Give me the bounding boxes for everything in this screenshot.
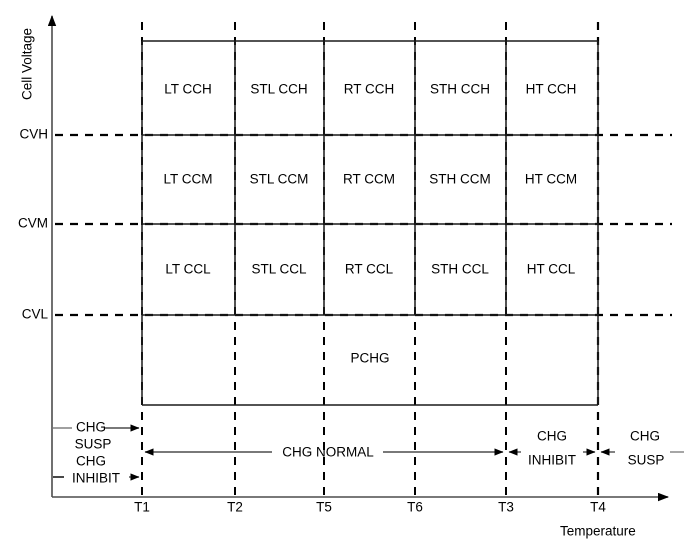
cell-ht-ccl: HT CCL: [527, 262, 576, 277]
matrix-row-ccm: LT CCM STL CCM RT CCM STH CCM HT CCM: [163, 172, 577, 187]
right-chg-susp-label-line1: CHG: [630, 429, 660, 444]
x-axis-tick-labels: T1 T2 T5 T6 T3 T4: [134, 500, 606, 515]
left-chg-inhibit-label-line2: INHIBIT: [72, 471, 120, 486]
cell-sth-ccm: STH CCM: [429, 172, 491, 187]
x-axis-title: Temperature: [560, 524, 636, 539]
matrix-row-ccl: LT CCL STL CCL RT CCL STH CCL HT CCL: [165, 262, 575, 277]
cell-sth-cch: STH CCH: [430, 82, 490, 97]
cell-rt-cch: RT CCH: [344, 82, 395, 97]
cell-stl-ccm: STL CCM: [250, 172, 309, 187]
y-axis-title: Cell Voltage: [20, 28, 35, 100]
chg-normal-annotation: CHG NORMAL: [144, 445, 504, 460]
right-chg-inhibit-label-line2: INHIBIT: [528, 453, 576, 468]
right-chg-susp-annotation: CHG SUSP: [600, 429, 684, 468]
x-tick-label-t1: T1: [134, 500, 150, 515]
pchg-label: PCHG: [350, 351, 389, 366]
cell-stl-cch: STL CCH: [250, 82, 307, 97]
chg-normal-label: CHG NORMAL: [282, 445, 374, 460]
x-tick-label-t4: T4: [590, 500, 606, 515]
right-chg-susp-label-line2: SUSP: [628, 453, 665, 468]
matrix-grid: [141, 40, 599, 316]
matrix-row-cch: LT CCH STL CCH RT CCH STH CCH HT CCH: [164, 82, 576, 97]
left-chg-inhibit-label-line1: CHG: [76, 454, 106, 469]
axes-group: [47, 15, 669, 502]
left-chg-susp-label-line2: SUSP: [75, 437, 112, 452]
pchg-band: PCHG: [141, 315, 599, 406]
y-tick-label-cvl: CVL: [22, 307, 49, 322]
x-tick-label-t5: T5: [316, 500, 332, 515]
cell-lt-cch: LT CCH: [164, 82, 212, 97]
left-chg-susp-label-line1: CHG: [76, 420, 106, 435]
right-chg-inhibit-annotation: CHG INHIBIT: [508, 429, 596, 468]
x-tick-label-t6: T6: [407, 500, 423, 515]
cell-lt-ccl: LT CCL: [165, 262, 211, 277]
x-tick-label-t3: T3: [498, 500, 514, 515]
cell-lt-ccm: LT CCM: [163, 172, 212, 187]
voltage-level-lines: [55, 133, 672, 317]
cell-rt-ccl: RT CCL: [345, 262, 394, 277]
cell-stl-ccl: STL CCL: [251, 262, 307, 277]
y-tick-label-cvm: CVM: [18, 216, 48, 231]
left-annotations: CHG SUSP CHG INHIBIT: [53, 420, 140, 486]
cell-rt-ccm: RT CCM: [343, 172, 395, 187]
cell-ht-ccm: HT CCM: [525, 172, 577, 187]
x-tick-label-t2: T2: [227, 500, 243, 515]
y-tick-label-cvh: CVH: [19, 127, 48, 142]
cell-ht-cch: HT CCH: [526, 82, 577, 97]
cell-sth-ccl: STH CCL: [431, 262, 489, 277]
right-chg-inhibit-label-line1: CHG: [537, 429, 567, 444]
